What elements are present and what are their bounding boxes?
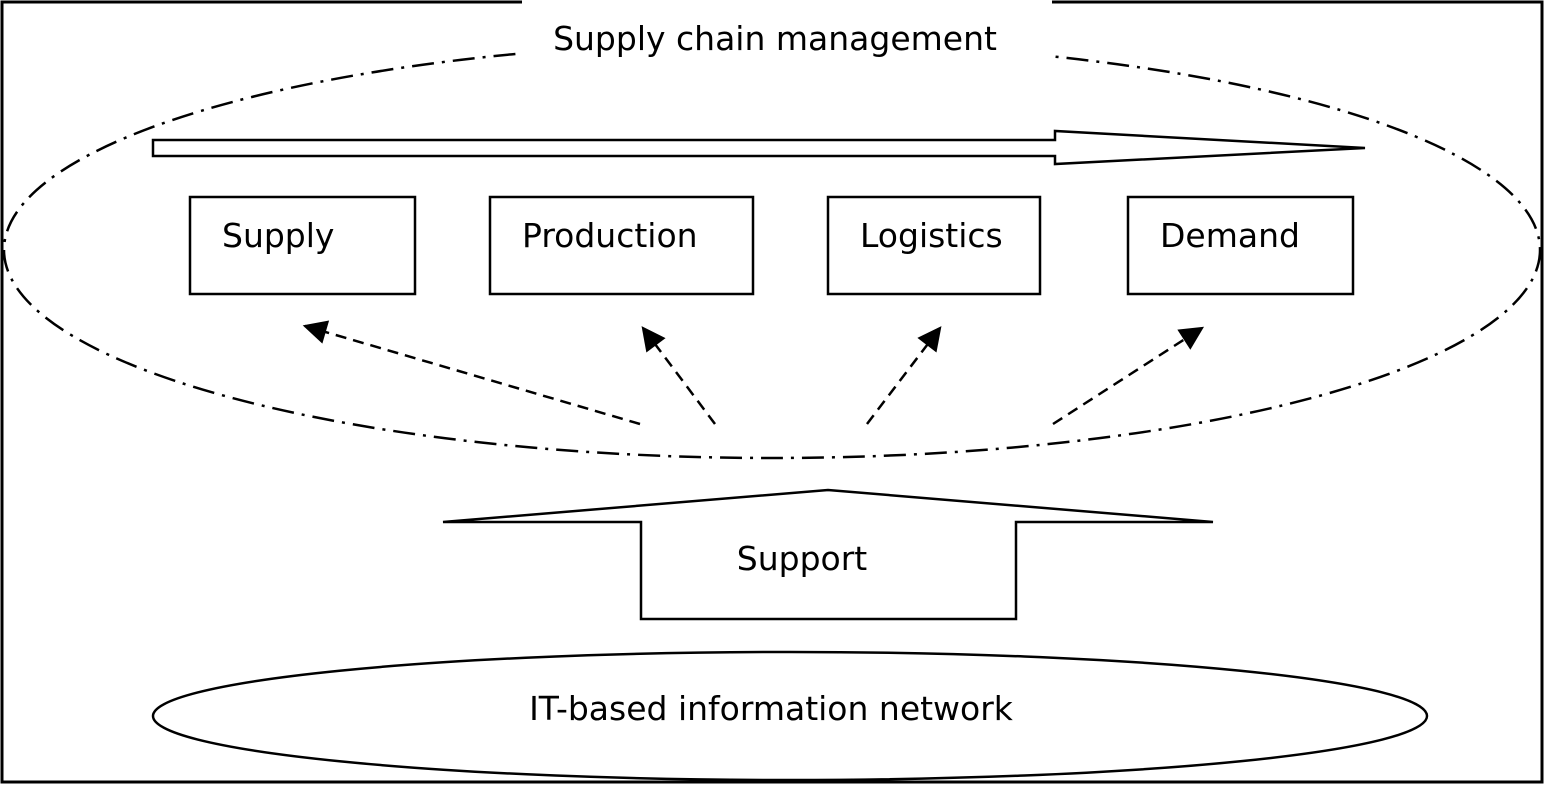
support-label: Support [737, 539, 868, 578]
support-arrow-to-supply [302, 320, 641, 426]
stage-supply: Supply [188, 195, 417, 296]
stage-box [188, 195, 417, 296]
stage-label: Demand [1160, 216, 1300, 255]
stage-label: Production [522, 216, 698, 255]
stage-logistics: Logistics [826, 195, 1042, 296]
support-arrow-to-production [641, 326, 716, 425]
it-network-ellipse [151, 650, 1429, 782]
process-flow-arrow [151, 129, 1366, 166]
support-arrow [442, 488, 1214, 621]
stage-box [488, 195, 755, 296]
network-label: IT-based information network [529, 689, 1014, 728]
diagram-title: Supply chain management [553, 19, 997, 58]
stage-box [826, 195, 1042, 296]
stage-label: Logistics [860, 216, 1003, 255]
stage-label: Supply [222, 216, 334, 255]
support-arrow-to-logistics [866, 326, 942, 425]
stage-demand: Demand [1126, 195, 1355, 296]
stage-production: Production [488, 195, 755, 296]
support-arrow-to-demand [1052, 326, 1205, 426]
stage-box [1126, 195, 1355, 296]
title-background [522, 0, 1052, 80]
